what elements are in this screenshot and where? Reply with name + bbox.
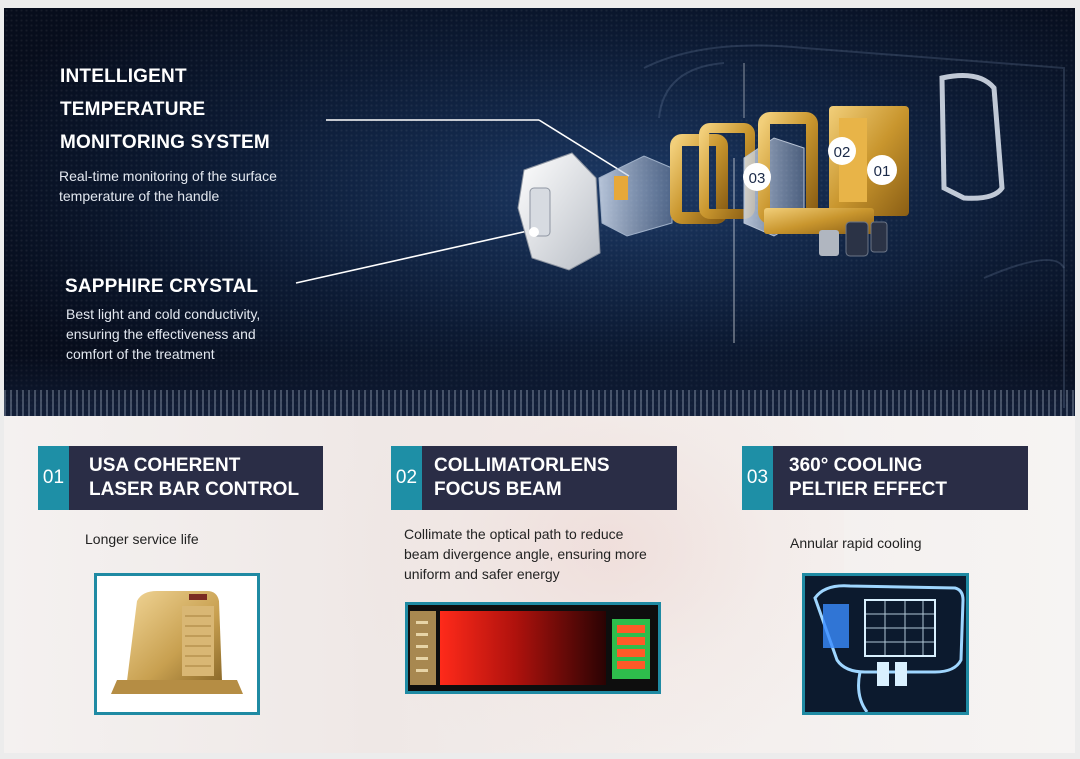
sapphire-crystal-desc: Best light and cold conductivity, ensuri… xyxy=(66,306,261,362)
feature-desc-collimator: Collimate the optical path to reduce bea… xyxy=(404,526,647,582)
feature-header-laser-bar: 01 USA COHERENT LASER BAR CONTROL xyxy=(38,446,323,510)
product-sheet: 03 02 01 INTELLIGENT TEMPERATURE MONITOR… xyxy=(4,8,1075,753)
feature-desc-laser-bar: Longer service life xyxy=(85,531,199,547)
feature-number-badge: 02 xyxy=(391,446,422,510)
hero-banner: 03 02 01 INTELLIGENT TEMPERATURE MONITOR… xyxy=(4,8,1075,416)
feature-number-badge: 03 xyxy=(742,446,773,510)
svg-text:02: 02 xyxy=(834,144,851,161)
callout-01: 01 xyxy=(867,155,897,185)
laser-bar-module-icon xyxy=(94,573,260,715)
hero-wave-strip xyxy=(4,390,1075,416)
collimated-beam-icon xyxy=(405,602,661,694)
callout-03: 03 xyxy=(743,163,771,191)
svg-text:01: 01 xyxy=(874,163,891,180)
feature-title: USA COHERENT LASER BAR CONTROL xyxy=(89,455,300,500)
feature-title: 360° COOLING PELTIER EFFECT xyxy=(789,455,947,500)
feature-number-badge: 01 xyxy=(38,446,69,510)
feature-header-cooling: 03 360° COOLING PELTIER EFFECT xyxy=(742,446,1028,510)
temperature-monitoring-title: INTELLIGENT TEMPERATURE MONITORING SYSTE… xyxy=(60,66,270,153)
handle-frame-icon xyxy=(939,73,1005,201)
temperature-monitoring-desc: Real-time monitoring of the surface temp… xyxy=(59,168,277,204)
feature-title: COLLIMATORLENS FOCUS BEAM xyxy=(434,455,610,500)
feature-desc-cooling: Annular rapid cooling xyxy=(790,535,922,551)
feature-header-collimator: 02 COLLIMATORLENS FOCUS BEAM xyxy=(391,446,677,510)
sapphire-crystal-title: SAPPHIRE CRYSTAL xyxy=(65,276,259,297)
peltier-cooling-icon xyxy=(802,573,969,715)
svg-text:03: 03 xyxy=(749,170,766,187)
handpiece-exploded-illustration: 03 02 01 xyxy=(295,44,1065,408)
callout-02: 02 xyxy=(828,137,856,165)
sapphire-tip-icon xyxy=(517,152,601,271)
sapphire-leader-line xyxy=(295,229,533,284)
